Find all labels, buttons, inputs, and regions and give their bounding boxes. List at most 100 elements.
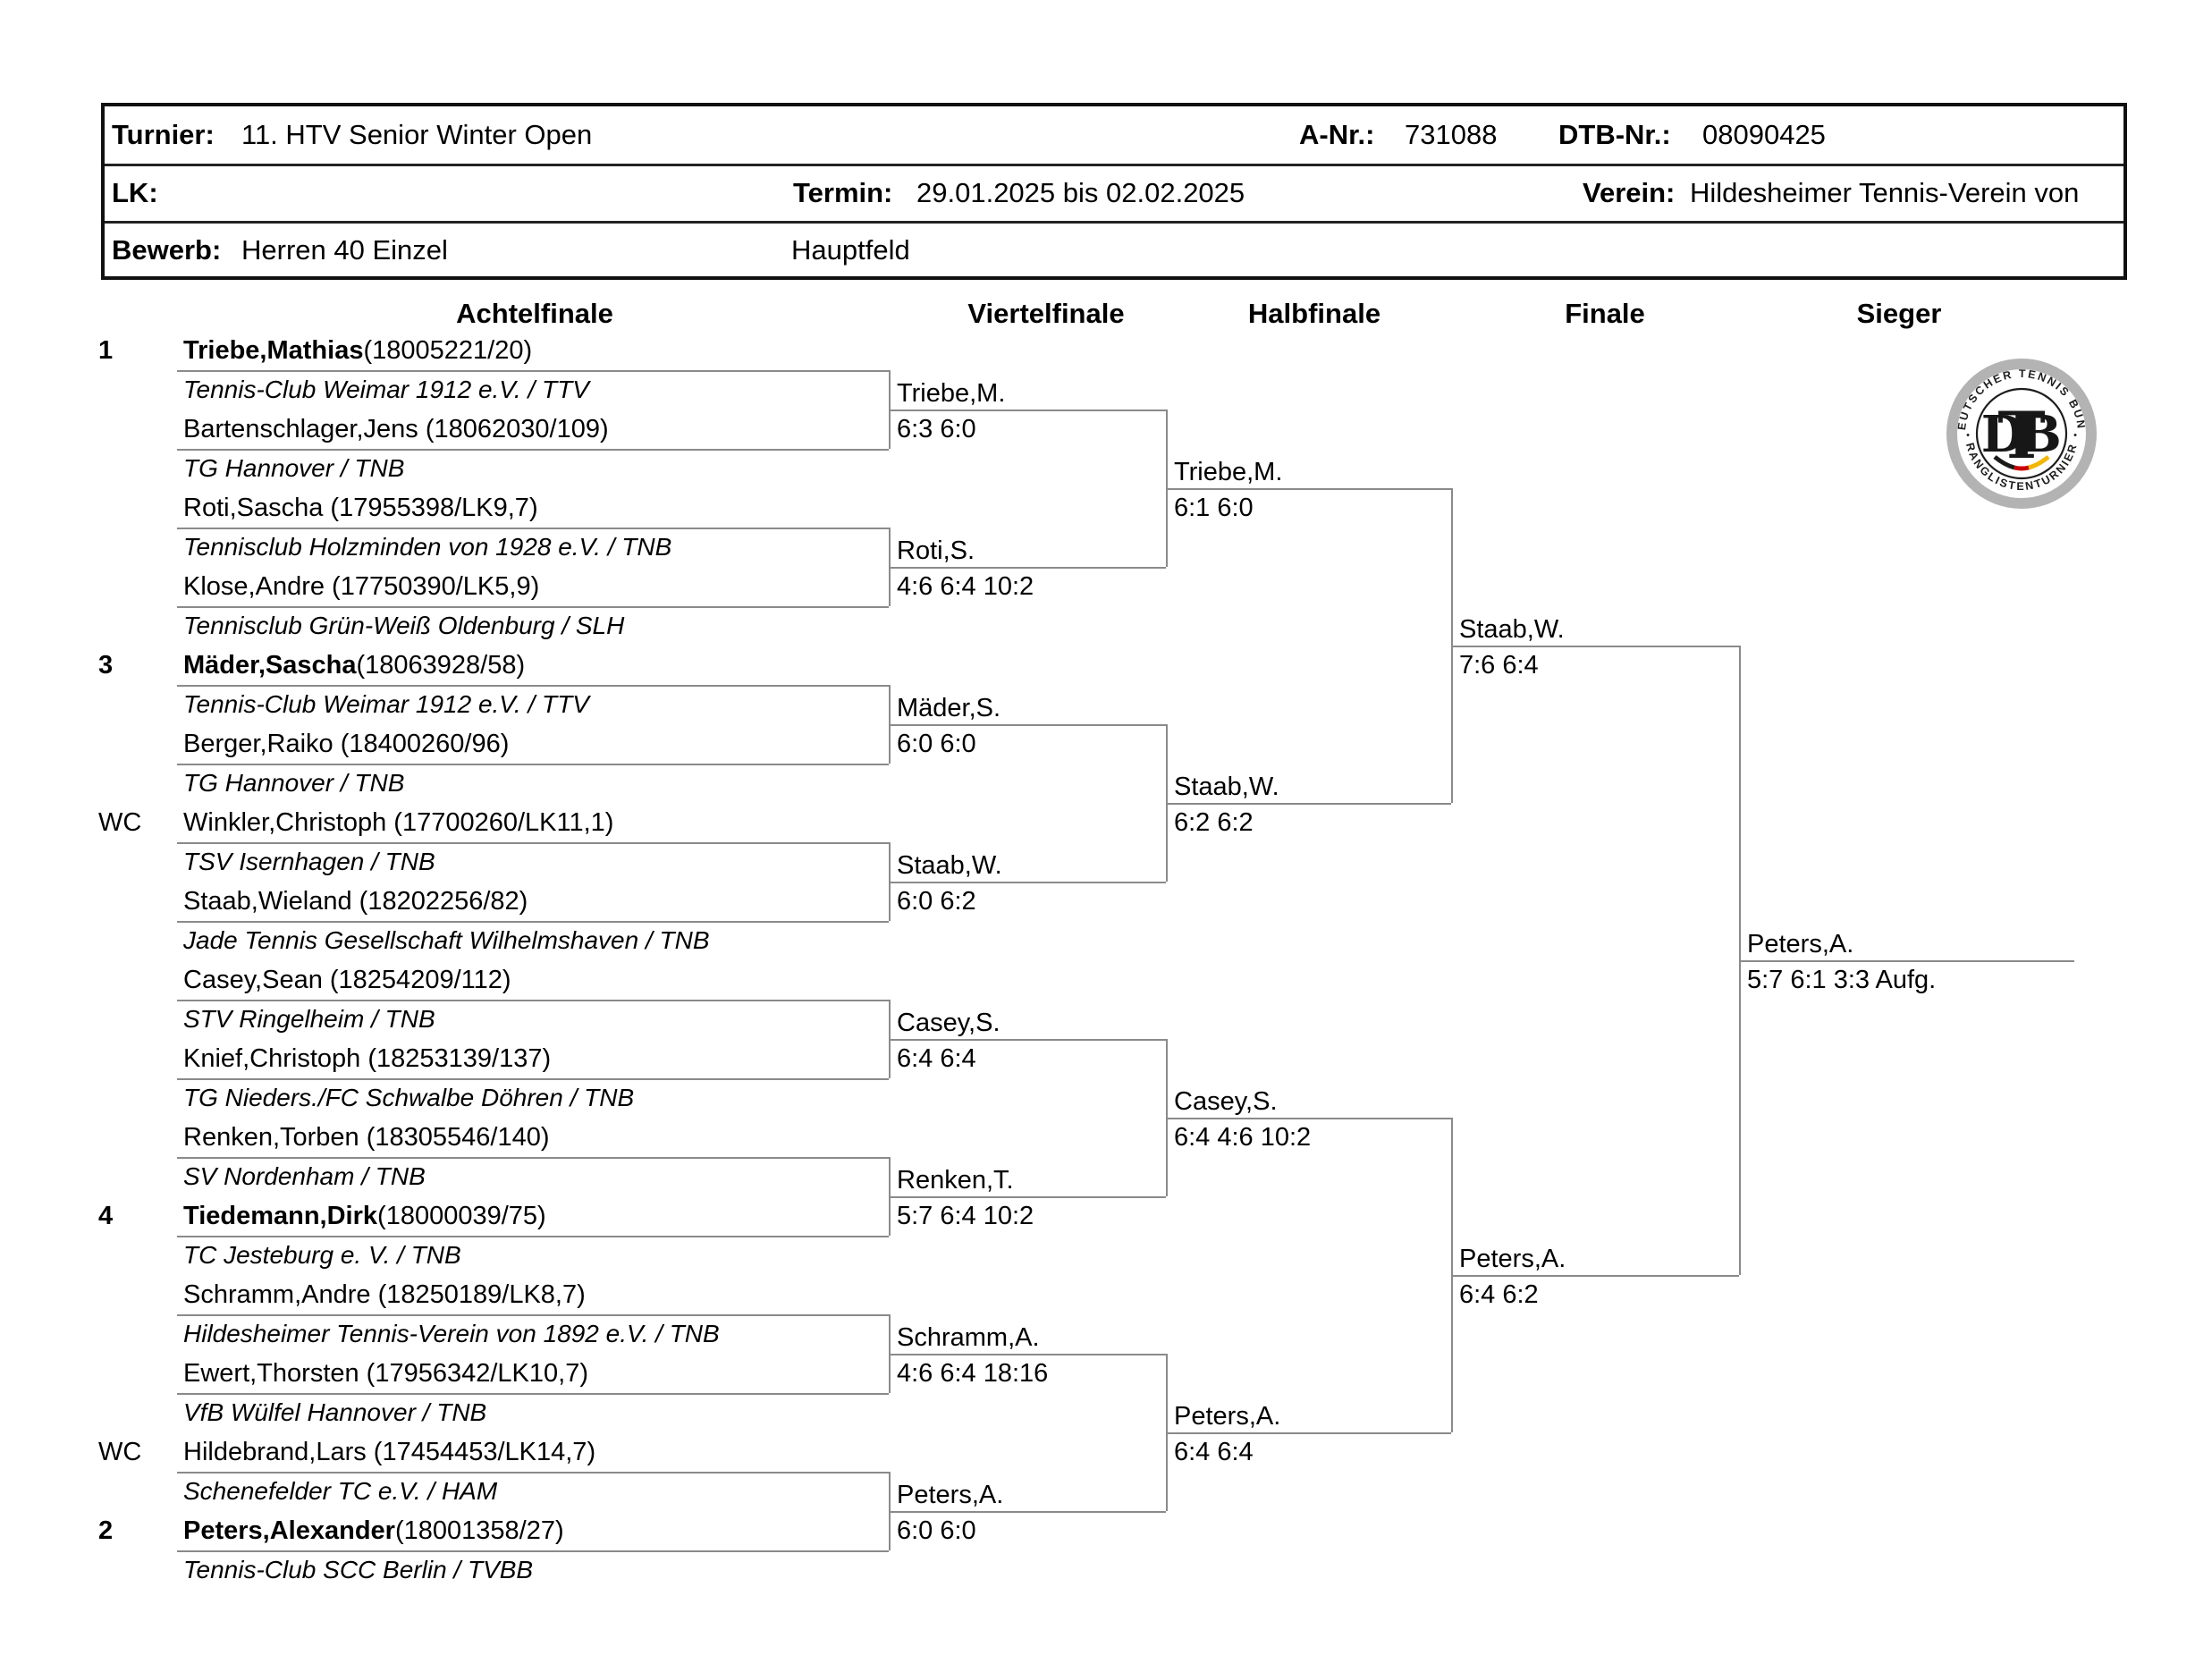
match-score: 6:0 6:0 bbox=[897, 1516, 976, 1545]
match-winner-name: Peters,A. bbox=[1174, 1402, 1281, 1431]
verein-value: Hildesheimer Tennis-Verein von bbox=[1690, 177, 2080, 208]
player-line bbox=[177, 1393, 889, 1395]
match-score: 4:6 6:4 10:2 bbox=[897, 572, 1034, 601]
seed-label: WC bbox=[98, 1437, 142, 1466]
seed-label: 2 bbox=[98, 1516, 114, 1545]
bracket-player-name: Bartenschlager,Jens (18062030/109) bbox=[183, 414, 609, 443]
player-line bbox=[177, 1236, 889, 1237]
round-header-sieger: Sieger bbox=[1856, 298, 1942, 329]
match-winner-name: Schramm,A. bbox=[897, 1323, 1040, 1352]
bracket-player-name: Staab,Wieland (18202256/82) bbox=[183, 886, 528, 916]
bracket-player-club: SV Nordenham / TNB bbox=[183, 1162, 426, 1190]
match-winner-name: Peters,A. bbox=[1747, 930, 1854, 958]
round-header-achtelfinale: Achtelfinale bbox=[456, 298, 613, 329]
logo-monogram-d: D bbox=[1981, 405, 2025, 464]
tournament-info-table: Turnier: 11. HTV Senior Winter Open A-Nr… bbox=[101, 103, 2127, 280]
row-divider bbox=[105, 164, 2123, 166]
logo-ring bbox=[1946, 359, 2097, 509]
match-winner-name: Casey,S. bbox=[1174, 1087, 1278, 1116]
bracket-player-club: Jade Tennis Gesellschaft Wilhelmshaven /… bbox=[183, 926, 710, 954]
bracket-player-club: VfB Wülfel Hannover / TNB bbox=[183, 1398, 487, 1426]
player-line bbox=[177, 1472, 889, 1474]
bracket-player-name: Tiedemann,Dirk (18000039/75) bbox=[183, 1201, 546, 1230]
logo-inner-circle bbox=[1975, 387, 2068, 480]
player-line bbox=[177, 528, 889, 529]
player-line bbox=[177, 606, 889, 608]
match-score: 6:4 6:4 bbox=[897, 1044, 976, 1073]
bracket-player-name: Knief,Christoph (18253139/137) bbox=[183, 1043, 552, 1073]
winner-line bbox=[889, 1511, 1166, 1513]
round-header-halbfinale: Halbfinale bbox=[1247, 298, 1381, 329]
match-score: 6:1 6:0 bbox=[1174, 494, 1254, 522]
bracket-player-name: Winkler,Christoph (17700260/LK11,1) bbox=[183, 807, 614, 837]
match-score: 6:0 6:0 bbox=[897, 730, 976, 758]
round-header-finale: Finale bbox=[1565, 298, 1645, 329]
winner-line bbox=[889, 410, 1166, 411]
player-line bbox=[177, 685, 889, 687]
termin-label: Termin: bbox=[793, 177, 893, 208]
player-line bbox=[177, 449, 889, 451]
player-line bbox=[177, 764, 889, 765]
logo-dot-left: • bbox=[1966, 430, 1970, 441]
player-line bbox=[177, 1000, 889, 1001]
match-score: 6:0 6:2 bbox=[897, 887, 976, 916]
bracket-player-name: Renken,Torben (18305546/140) bbox=[183, 1122, 550, 1152]
bracket-player-club: TC Jesteburg e. V. / TNB bbox=[183, 1241, 461, 1269]
match-winner-name: Staab,W. bbox=[1174, 773, 1279, 801]
bewerb-value: Herren 40 Einzel bbox=[241, 234, 448, 266]
match-score: 6:4 6:2 bbox=[1459, 1280, 1539, 1309]
seed-label: 1 bbox=[98, 335, 114, 365]
match-score: 6:3 6:0 bbox=[897, 415, 976, 443]
bracket-player-club: Tennis-Club Weimar 1912 e.V. / TTV bbox=[183, 690, 589, 718]
verein-label: Verein: bbox=[1583, 177, 1676, 208]
logo-monogram-t: T bbox=[1997, 397, 2046, 473]
seed-label: WC bbox=[98, 807, 142, 837]
logo-flag-red bbox=[2014, 465, 2030, 471]
match-winner-name: Triebe,M. bbox=[897, 379, 1006, 408]
match-winner-name: Mäder,S. bbox=[897, 694, 1001, 722]
dtb-ranglistenturnier-logo: DEUTSCHER TENNIS BUND RANGLISTENTURNIER … bbox=[1946, 359, 2097, 509]
logo-flag-gold bbox=[2028, 455, 2050, 470]
bracket-player-name: Klose,Andre (17750390/LK5,9) bbox=[183, 571, 540, 601]
bracket-player-club: STV Ringelheim / TNB bbox=[183, 1005, 435, 1033]
anr-value: 731088 bbox=[1405, 119, 1498, 150]
bewerb-label: Bewerb: bbox=[112, 234, 222, 266]
player-line bbox=[177, 1157, 889, 1159]
player-line bbox=[177, 1314, 889, 1316]
anr-label: A-Nr.: bbox=[1299, 119, 1375, 150]
player-line bbox=[177, 842, 889, 844]
winner-line bbox=[889, 1354, 1166, 1355]
seed-label: 3 bbox=[98, 650, 114, 680]
dtbnr-value: 08090425 bbox=[1702, 119, 1826, 150]
winner-line bbox=[889, 882, 1166, 883]
match-score: 6:4 4:6 10:2 bbox=[1174, 1123, 1312, 1152]
match-score: 7:6 6:4 bbox=[1459, 651, 1539, 680]
winner-line bbox=[1166, 1432, 1451, 1434]
winner-line bbox=[1166, 488, 1451, 490]
bracket-player-name: Mäder,Sascha (18063928/58) bbox=[183, 650, 526, 680]
winner-line bbox=[889, 567, 1166, 569]
lk-label: LK: bbox=[112, 177, 158, 208]
bracket-player-name: Triebe,Mathias (18005221/20) bbox=[183, 335, 533, 365]
bracket-player-name: Roti,Sascha (17955398/LK9,7) bbox=[183, 493, 538, 522]
row-divider bbox=[105, 221, 2123, 224]
bracket-player-club: TG Nieders./FC Schwalbe Döhren / TNB bbox=[183, 1084, 635, 1111]
match-score: 5:7 6:4 10:2 bbox=[897, 1202, 1034, 1230]
round-header-viertelfinale: Viertelfinale bbox=[967, 298, 1125, 329]
winner-line bbox=[889, 724, 1166, 726]
tournament-label: Turnier: bbox=[112, 119, 215, 150]
winner-line bbox=[1166, 1118, 1451, 1119]
logo-flag-black bbox=[1993, 455, 2015, 470]
match-winner-name: Peters,A. bbox=[897, 1481, 1004, 1509]
match-winner-name: Peters,A. bbox=[1459, 1245, 1566, 1273]
winner-line bbox=[1166, 803, 1451, 805]
bracket-player-name: Schramm,Andre (18250189/LK8,7) bbox=[183, 1279, 586, 1309]
match-winner-name: Triebe,M. bbox=[1174, 458, 1283, 486]
bracket-player-club: Schenefelder TC e.V. / HAM bbox=[183, 1477, 498, 1505]
bracket-player-club: TG Hannover / TNB bbox=[183, 769, 405, 797]
match-winner-name: Roti,S. bbox=[897, 536, 975, 565]
match-score: 6:2 6:2 bbox=[1174, 808, 1254, 837]
bracket-player-club: TG Hannover / TNB bbox=[183, 454, 405, 482]
